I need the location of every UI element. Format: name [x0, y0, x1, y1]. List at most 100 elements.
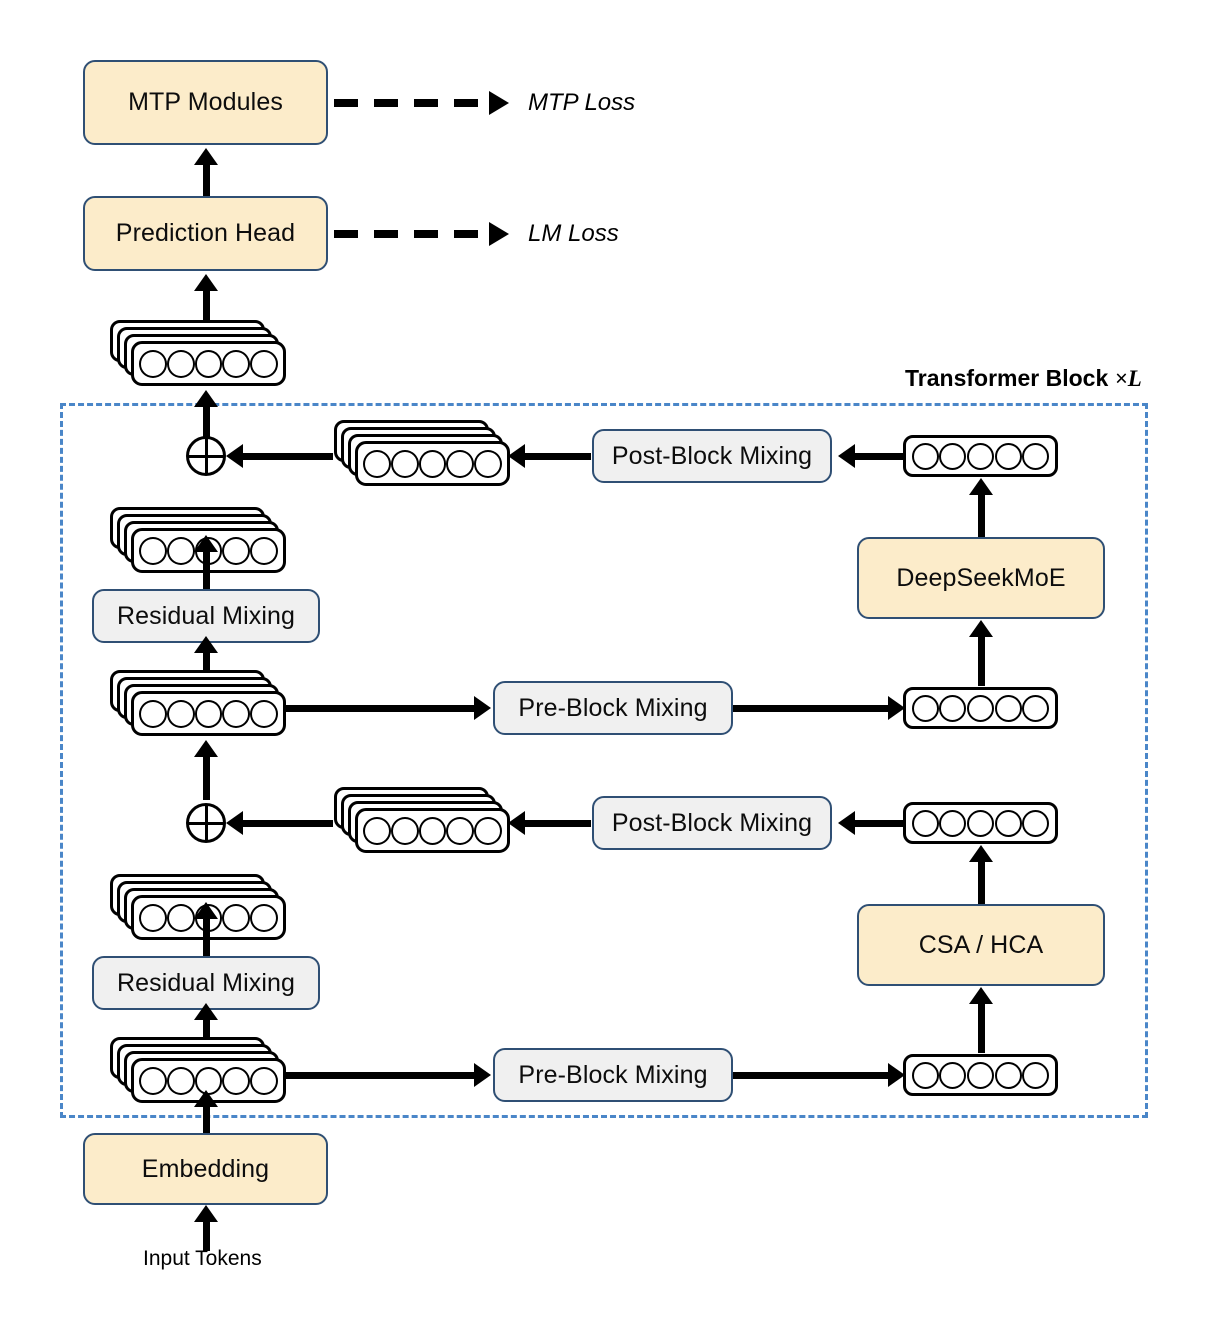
csa-hca-box[interactable]: CSA / HCA	[857, 904, 1105, 986]
deepseek-moe-box[interactable]: DeepSeekMoE	[857, 537, 1105, 619]
arrow-shaft	[977, 997, 985, 1053]
token-dot	[222, 699, 251, 728]
token-dot	[166, 536, 195, 565]
arrow-head	[194, 1003, 218, 1020]
arrow-shaft	[977, 630, 985, 686]
token-dot	[222, 349, 251, 378]
token-dot	[474, 449, 502, 478]
post-block-mixing-lower-box[interactable]: Post-Block Mixing	[592, 796, 832, 850]
arrow-head	[194, 148, 218, 165]
arrow-attn-tokens-to-postmix-lower	[838, 810, 908, 836]
lm-loss-arrow	[334, 222, 509, 246]
add-node-upper	[186, 436, 226, 476]
arrow-shaft	[238, 819, 333, 827]
arrow-shaft	[520, 819, 591, 827]
token-dot	[250, 1066, 278, 1095]
post-block-mixing-lower-label: Post-Block Mixing	[611, 808, 813, 837]
arrow-shaft	[202, 158, 210, 202]
arrow-shaft	[850, 819, 908, 827]
arrow-head	[969, 845, 993, 862]
post-block-mixing-upper-label: Post-Block Mixing	[611, 441, 813, 470]
token-dot	[166, 1066, 195, 1095]
prediction-head-box[interactable]: Prediction Head	[83, 196, 328, 271]
arrow-postmix-upper-out	[508, 443, 591, 469]
token-dot	[911, 1061, 939, 1089]
mtp-loss-label: MTP Loss	[528, 89, 636, 116]
mtp-modules-label: MTP Modules	[128, 88, 283, 116]
token-dot	[966, 1061, 994, 1089]
arrow-head	[194, 902, 218, 919]
token-dot	[446, 816, 475, 845]
arrow-moe-tokens-to-postmix-upper	[838, 443, 908, 469]
token-dot	[1022, 442, 1050, 470]
arrow-attn-to-tokens	[966, 845, 996, 909]
arrow-head	[194, 636, 218, 653]
token-dot	[994, 809, 1022, 837]
arrow-shaft	[520, 452, 591, 460]
token-dot	[966, 694, 994, 722]
arrow-head	[838, 444, 855, 468]
token-dot	[390, 816, 419, 845]
add-node-lower	[186, 803, 226, 843]
prediction-head-label: Prediction Head	[115, 219, 296, 247]
token-dot	[966, 442, 994, 470]
token-dot	[994, 442, 1022, 470]
arrow-shaft	[238, 452, 333, 460]
arrow-head	[194, 535, 218, 552]
token-stack-embedding-out	[110, 1037, 288, 1105]
post-block-mixing-upper-box[interactable]: Post-Block Mixing	[592, 429, 832, 483]
mtp-modules-box[interactable]: MTP Modules	[83, 60, 328, 145]
arrow-head	[194, 740, 218, 757]
lm-loss-arrow-head	[489, 222, 509, 246]
residual-mixing-upper-label: Residual Mixing	[117, 601, 295, 630]
token-dot	[250, 349, 278, 378]
arrow-shaft	[733, 704, 893, 712]
token-dot	[1022, 694, 1050, 722]
token-dot	[166, 699, 195, 728]
token-row-premix-lower	[903, 1054, 1058, 1096]
token-dot	[911, 694, 939, 722]
token-dot	[994, 1061, 1022, 1089]
token-stack-output	[110, 320, 288, 388]
pre-block-mixing-lower-box[interactable]: Pre-Block Mixing	[493, 1048, 733, 1102]
arrow-head	[194, 390, 218, 407]
residual-mixing-lower-box[interactable]: Residual Mixing	[92, 956, 320, 1010]
input-tokens-label: Input Tokens	[143, 1247, 262, 1270]
arrow-moe-to-tokens	[966, 478, 996, 542]
arrow-shaft	[850, 452, 908, 460]
token-stack-postmix-upper	[334, 420, 512, 488]
embedding-box[interactable]: Embedding	[83, 1133, 328, 1205]
token-dot	[222, 536, 251, 565]
transformer-block-region	[60, 403, 1148, 1118]
arrow-head	[226, 811, 243, 835]
arrow-head	[838, 811, 855, 835]
arrow-head	[888, 696, 905, 720]
residual-mixing-upper-box[interactable]: Residual Mixing	[92, 589, 320, 643]
lm-loss-arrow-shaft	[334, 230, 486, 238]
arrow-midtokens-to-premix-upper	[286, 695, 491, 721]
token-dot	[363, 816, 391, 845]
token-row-attn-output	[903, 802, 1058, 844]
token-dot	[390, 449, 419, 478]
token-dot	[139, 699, 167, 728]
token-dot	[222, 1066, 251, 1095]
arrow-shaft	[202, 1215, 210, 1251]
pre-block-mixing-upper-label: Pre-Block Mixing	[518, 693, 708, 722]
arrow-add-lower-to-mid	[191, 740, 221, 800]
token-dot	[418, 449, 447, 478]
token-dot	[911, 809, 939, 837]
token-dot	[166, 349, 195, 378]
arrow-premix-tokens-to-moe	[966, 620, 996, 686]
token-stack-mid	[110, 670, 288, 738]
token-row-premix-upper	[903, 687, 1058, 729]
token-dot	[939, 442, 967, 470]
arrow-head	[508, 811, 525, 835]
token-stack-residual-upper-out	[110, 507, 288, 575]
arrow-shaft	[977, 855, 985, 909]
arrow-head	[508, 444, 525, 468]
arrow-head	[226, 444, 243, 468]
arrow-shaft	[286, 704, 479, 712]
token-dot	[994, 694, 1022, 722]
pre-block-mixing-upper-box[interactable]: Pre-Block Mixing	[493, 681, 733, 735]
lm-loss-label: LM Loss	[528, 220, 619, 247]
